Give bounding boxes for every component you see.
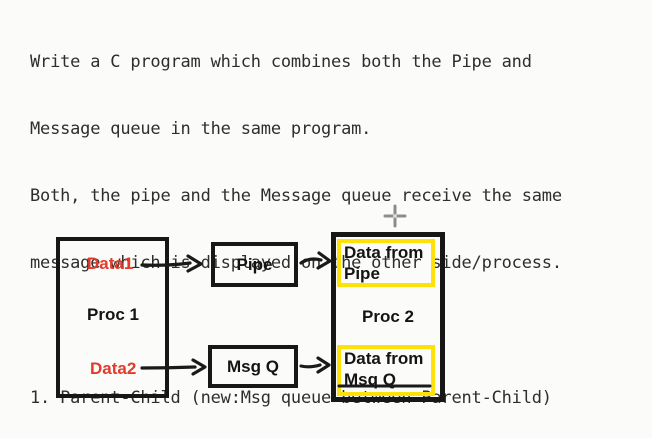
data-from-msgq-box: Data from Msq Q — [337, 345, 435, 396]
proc2-label: Proc 2 — [362, 307, 414, 326]
question-line: message which is displayed on the other … — [30, 253, 562, 274]
data-from-pipe-box: Data from Pipe — [337, 239, 435, 287]
data2-label: Data2 — [90, 359, 137, 378]
question-line: Both, the pipe and the Message queue rec… — [30, 186, 562, 207]
proc1-label: Proc 1 — [87, 305, 139, 324]
data-from-msgq-line1: Data from — [344, 349, 424, 368]
data-from-pipe-line2: Pipe — [344, 263, 380, 283]
msgq-label: Msg Q — [227, 356, 279, 376]
question-line: Write a C program which combines both th… — [30, 51, 532, 72]
data-from-msgq-line2: Msq Q — [344, 369, 396, 389]
pipe-label: Pipe — [236, 254, 273, 274]
proc1-box — [56, 237, 169, 398]
pipe-box: Pipe — [211, 242, 298, 287]
question-line: Message queue in the same program. — [30, 119, 372, 140]
proc2-box — [331, 232, 445, 402]
data1-label: Data1 — [87, 254, 134, 273]
data-from-pipe-line1: Data from — [344, 243, 424, 262]
question-text-area[interactable]: Write a C program which combines both th… — [30, 6, 562, 438]
msgq-box: Msg Q — [208, 345, 298, 388]
